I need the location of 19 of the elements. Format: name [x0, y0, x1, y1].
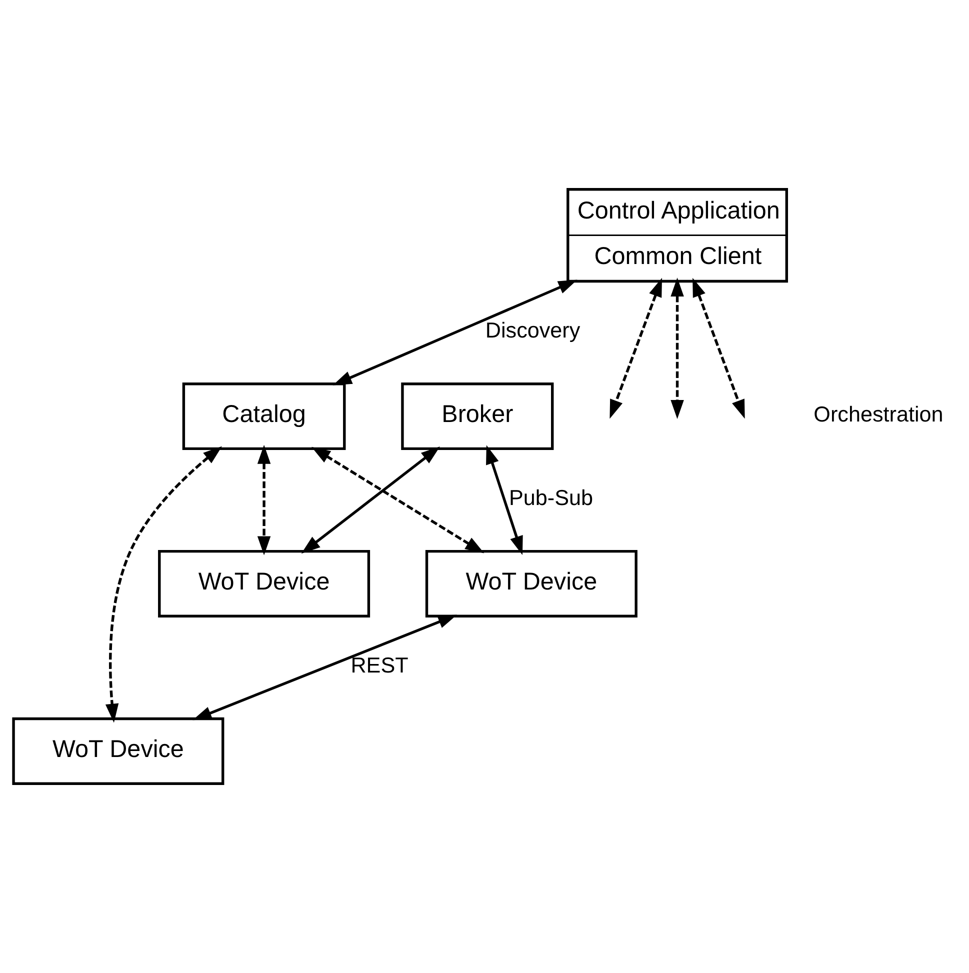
- node-box: WoT Device: [158, 550, 370, 618]
- arrow: [105, 446, 222, 723]
- node-box: WoT Device: [12, 717, 224, 785]
- arrow: [332, 280, 578, 386]
- arrow: [486, 445, 523, 555]
- arrow: [311, 446, 484, 554]
- label: Orchestration: [814, 401, 944, 426]
- arrow: [670, 278, 684, 419]
- arrow: [692, 278, 745, 419]
- edge-label: REST: [350, 652, 408, 678]
- node-box: WoT Device: [425, 550, 638, 618]
- edge-label: Pub-Sub: [508, 485, 594, 510]
- node-box: Broker: [401, 382, 554, 450]
- edge-label: Discovery: [485, 318, 580, 343]
- arrow: [192, 614, 457, 720]
- node-box: Catalog: [182, 382, 346, 450]
- arrow: [257, 444, 271, 556]
- arrow: [301, 446, 440, 554]
- arrow: [610, 278, 662, 419]
